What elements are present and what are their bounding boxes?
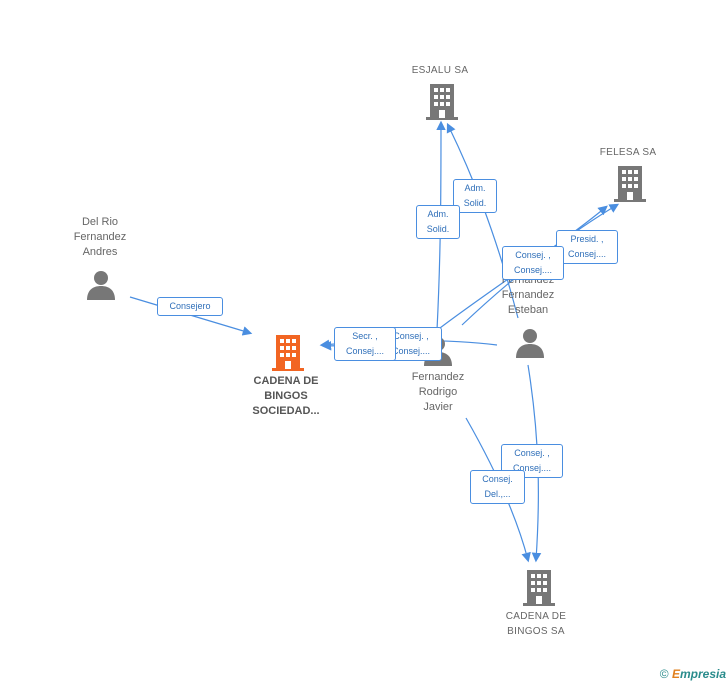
edge-label-line: Consej.... <box>513 265 553 275</box>
label-line: Esteban <box>507 304 549 316</box>
edge-label-line: Consej. , <box>393 331 429 341</box>
building-icon[interactable] <box>614 166 646 202</box>
label-line: Fernandez <box>501 289 555 301</box>
edge-label-line: Consej.... <box>391 346 431 356</box>
edge-label-line: Consej. , <box>515 250 551 260</box>
label-line: Fernandez <box>73 231 127 243</box>
edge-label-line: Consej. , <box>514 448 550 458</box>
edge-label-consejero[interactable]: Consejero <box>157 297 223 316</box>
node-label-fernandez-rodrigo[interactable]: Fernandez Rodrigo Javier <box>388 370 488 415</box>
label-line: CADENA DE <box>505 611 567 622</box>
building-icon[interactable] <box>426 84 458 120</box>
edge-label-line: Del.,... <box>484 489 511 499</box>
edge-label-presid-consej[interactable]: Presid. , Consej.... <box>556 230 618 264</box>
brand-logo: Empresia <box>671 667 726 681</box>
edge-label-line: Consejero <box>169 301 211 311</box>
edge-label-line: Presid. , <box>570 234 604 244</box>
label-line: BINGOS SA <box>507 626 565 637</box>
node-label-esjalu[interactable]: ESJALU SA <box>411 65 469 76</box>
node-label-cadena-focus[interactable]: CADENA DE BINGOS SOCIEDAD... <box>226 374 346 419</box>
building-icon[interactable] <box>523 570 555 606</box>
person-icon[interactable] <box>515 328 545 358</box>
copyright-brand[interactable]: © Empresia <box>660 667 726 681</box>
building-icon[interactable] <box>272 335 304 371</box>
edge-label-line: Consej.... <box>512 463 552 473</box>
label-line: SOCIEDAD... <box>252 405 320 417</box>
edge-label-line: Adm. <box>427 209 449 219</box>
edge-label-line: Secr. , <box>352 331 378 341</box>
label-line: Fernandez <box>411 371 465 383</box>
edge-label-line: Consej.... <box>345 346 385 356</box>
copyright-icon: © <box>659 667 669 681</box>
node-label-cadena-sa[interactable]: CADENA DE BINGOS SA <box>486 609 586 639</box>
person-icon[interactable] <box>86 270 116 300</box>
label-line: CADENA DE <box>253 375 319 387</box>
edge-label-line: Consej. <box>482 474 513 484</box>
edge-label-consej-consej[interactable]: Consej. , Consej.... <box>501 444 563 478</box>
edge-label-adm-solid[interactable]: Adm. Solid. <box>453 179 497 213</box>
edge-label-line: Solid. <box>463 198 487 208</box>
label-line: Andres <box>82 246 118 258</box>
edge-label-line: Adm. <box>464 183 486 193</box>
edge-label-line: Consej.... <box>567 249 607 259</box>
label-line: BINGOS <box>264 390 308 402</box>
label-line: Javier <box>423 401 453 413</box>
edge-label-consej-del[interactable]: Consej. Del.,... <box>470 470 525 504</box>
edge-label-line: Solid. <box>426 224 450 234</box>
edge-label-consej-consej[interactable]: Consej. , Consej.... <box>502 246 564 280</box>
edge-label-adm-solid[interactable]: Adm. Solid. <box>416 205 460 239</box>
edge-label-secr-consej[interactable]: Secr. , Consej.... <box>334 327 396 361</box>
node-label-del-rio[interactable]: Del Rio Fernandez Andres <box>50 215 150 260</box>
label-line: Del Rio <box>81 216 119 228</box>
node-label-felesa[interactable]: FELESA SA <box>599 147 657 158</box>
label-line: Rodrigo <box>418 386 458 398</box>
